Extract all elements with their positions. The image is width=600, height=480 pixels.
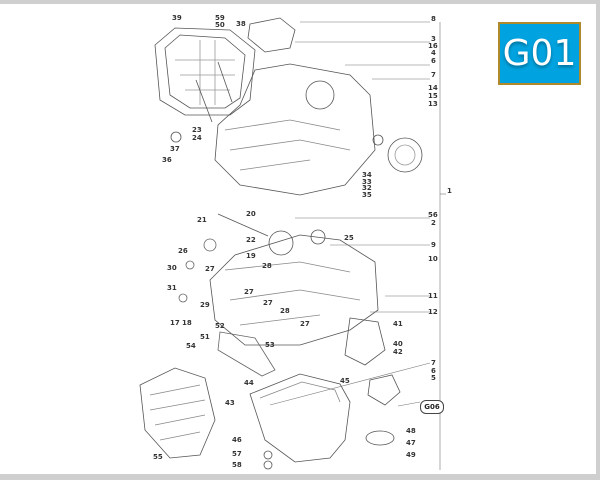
callout-label: 50 (215, 21, 225, 29)
callout-label: 46 (232, 436, 242, 444)
callout-label: 54 (186, 342, 196, 350)
callout-label: 28 (262, 262, 272, 270)
callout-label: 13 (428, 100, 438, 108)
rods (195, 61, 233, 123)
callout-label: 10 (428, 255, 438, 263)
callout-label: 8 (431, 15, 436, 23)
callout-label: 45 (340, 377, 350, 385)
callout-label: 48 (406, 427, 416, 435)
callout-label: 5 (431, 374, 436, 382)
upper-crankcase (214, 17, 423, 196)
callout-label: 6 (431, 367, 436, 375)
callout-label: 44 (244, 379, 254, 387)
callout-label: 49 (406, 451, 416, 459)
cylinder-block-bearing-shells (178, 238, 276, 377)
callout-label: 30 (167, 264, 177, 272)
reference-link-g06[interactable]: G06 (420, 400, 444, 414)
callout-label: 37 (170, 145, 180, 153)
clutch-cover (154, 27, 256, 143)
callout-label: 25 (344, 234, 354, 242)
callout-label: 43 (225, 399, 235, 407)
callout-label: 6 (431, 57, 436, 65)
callout-label: 12 (428, 308, 438, 316)
callout-label: 23 (192, 126, 202, 134)
callout-label: 7 (431, 359, 436, 367)
callout-label: 35 (362, 191, 372, 199)
callout-label: 11 (428, 292, 438, 300)
callout-label: 26 (178, 247, 188, 255)
callout-label: 29 (200, 301, 210, 309)
callout-label: 40 (393, 340, 403, 348)
callout-label: 47 (406, 439, 416, 447)
engine-assembly (139, 367, 216, 459)
section-badge: G01 (498, 22, 581, 85)
callout-label: 21 (197, 216, 207, 224)
callout-label: 33 (362, 178, 372, 186)
callout-label: 38 (236, 20, 246, 28)
callout-label: 36 (162, 156, 172, 164)
callout-label: 31 (167, 284, 177, 292)
oil-pan (249, 373, 401, 470)
callout-label: 7 (431, 71, 436, 79)
callout-label: 27 (205, 265, 215, 273)
callout-label: 59 (215, 14, 225, 22)
callout-label: 32 (362, 184, 372, 192)
callout-label: 16 (428, 42, 438, 50)
callout-label: 15 (428, 92, 438, 100)
callout-label: 42 (393, 348, 403, 356)
callout-label: 41 (393, 320, 403, 328)
callout-label: 27 (263, 299, 273, 307)
callout-label: 14 (428, 84, 438, 92)
callout-label: 52 (215, 322, 225, 330)
callout-label: 20 (246, 210, 256, 218)
diagram-sheet: G01 G06 39 59 50 38 8 3 16 4 6 7 14 15 1… (0, 4, 596, 474)
callout-label: 34 (362, 171, 372, 179)
exploded-crankcase-drawing (139, 17, 446, 470)
callout-label: 18 (182, 319, 192, 327)
callout-label: 24 (192, 134, 202, 142)
callout-label: 9 (431, 241, 436, 249)
callout-label: 27 (244, 288, 254, 296)
callout-label: 27 (300, 320, 310, 328)
callout-label: 53 (265, 341, 275, 349)
callout-label: 22 (246, 236, 256, 244)
lower-crankcase (209, 213, 386, 366)
callout-label: 28 (280, 307, 290, 315)
callout-label: 2 (431, 219, 436, 227)
callout-label: 51 (200, 333, 210, 341)
callout-label: 39 (172, 14, 182, 22)
callout-label: 1 (447, 187, 452, 195)
callout-label: 3 (431, 35, 436, 43)
callout-label: 17 (170, 319, 180, 327)
callout-label: 56 (428, 211, 438, 219)
callout-label: 19 (246, 252, 256, 260)
leader-lines (269, 21, 446, 470)
callout-label: 57 (232, 450, 242, 458)
callout-label: 58 (232, 461, 242, 469)
callout-label: 55 (153, 453, 163, 461)
callout-label: 4 (431, 49, 436, 57)
